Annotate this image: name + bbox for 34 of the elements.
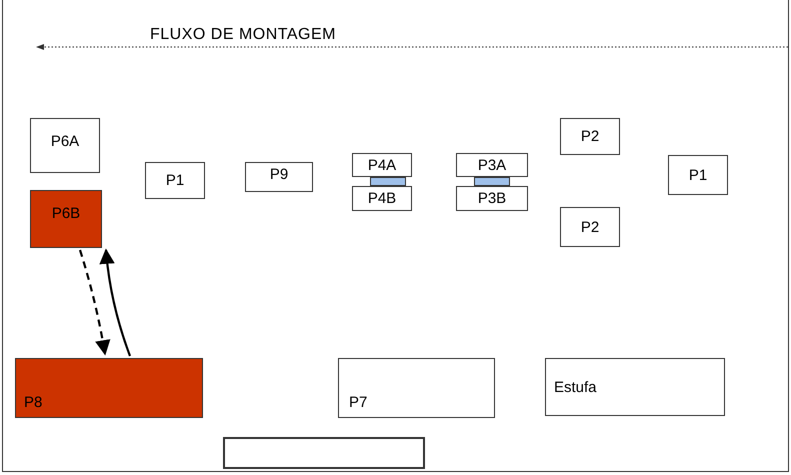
station-label: P2 [580,218,600,236]
station-box [560,118,620,155]
station-label: P4B [368,190,396,207]
station-label: P2 [580,128,600,145]
label-box [223,437,425,469]
station-label: Estufa [554,378,597,396]
station-box [145,162,205,199]
station-box [668,155,728,195]
station-label: P6A [50,133,80,150]
station-box [15,358,203,418]
station-label: P3A [478,156,506,174]
connector-bar [370,177,406,186]
station-box [545,358,725,416]
station-label: P6B [52,205,80,222]
arrow [78,250,110,356]
station-label: P3B [478,190,506,207]
connector-bar [474,177,510,186]
station-box [560,207,620,247]
station-box [456,186,528,211]
station-label: P1 [166,172,184,189]
station-label: P4A [368,156,396,174]
arrow [100,248,132,356]
station-box [338,358,495,418]
station-box [456,153,528,177]
station-box [245,162,313,192]
station-label: P7 [349,394,368,411]
station-box [30,190,102,248]
station-label: P8 [24,394,42,411]
station-box [352,186,412,211]
station-box [352,153,412,177]
diagram-title: FLUXO DE MONTAGEM [150,26,336,44]
station-label: P1 [688,166,708,184]
station-label: P9 [270,166,288,183]
station-box [30,118,100,173]
